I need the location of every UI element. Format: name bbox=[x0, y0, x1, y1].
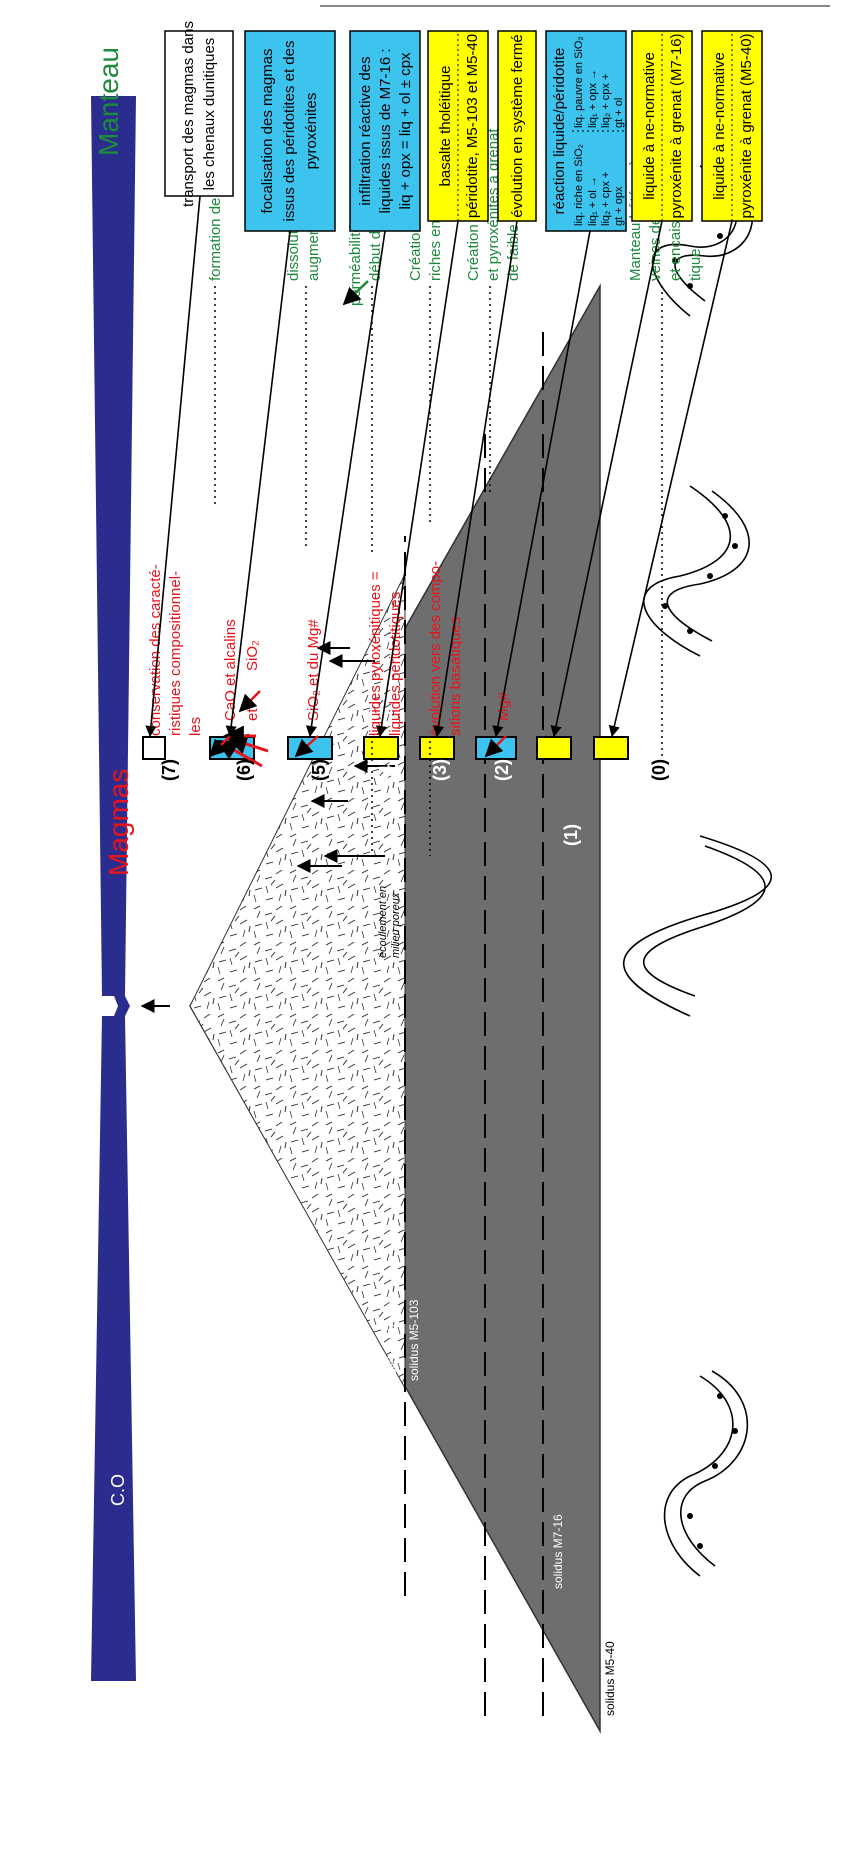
solidus-peridotite-label: solidus péridotite bbox=[385, 1291, 399, 1381]
magma-text-4: liquides pyroxénitiques =liquides pérido… bbox=[367, 571, 404, 736]
hatched-zone bbox=[190, 574, 405, 1388]
magma-text-6: Mg# bbox=[495, 691, 512, 721]
box-6: réaction liquide/péridotite bbox=[551, 48, 568, 215]
porous-flow-label: écoulement en milieu poreux bbox=[377, 883, 402, 958]
magmas-title: Magmas bbox=[103, 769, 134, 876]
stage-5-label: (5) bbox=[309, 759, 329, 781]
ridge-label: C.O bbox=[108, 1474, 128, 1506]
magma-text-3: SiO₂ et du Mg# bbox=[305, 619, 322, 721]
stage-7-label: (7) bbox=[159, 759, 179, 781]
stage-0-label: (0) bbox=[649, 759, 669, 781]
stage-3-label: (3) bbox=[430, 759, 450, 781]
solidus-m7-16-label: solidus M7-16 bbox=[551, 1514, 565, 1589]
solidus-m5-40-label: solidus M5-40 bbox=[603, 1641, 617, 1716]
mantle-title: Manteau bbox=[93, 47, 124, 156]
stage-2-label: (2) bbox=[492, 759, 512, 781]
solidus-m5-103-label: solidus M5-103 bbox=[407, 1299, 421, 1381]
stage-4-label: (4) bbox=[376, 759, 396, 781]
stage-6-label: (6) bbox=[234, 759, 254, 781]
stage-1-label: (1) bbox=[561, 824, 581, 846]
magma-text-1: conservation des caracté-ristiques compo… bbox=[147, 564, 204, 736]
box-5: évolution en système fermé bbox=[509, 34, 526, 217]
ridge-band bbox=[91, 96, 136, 1681]
